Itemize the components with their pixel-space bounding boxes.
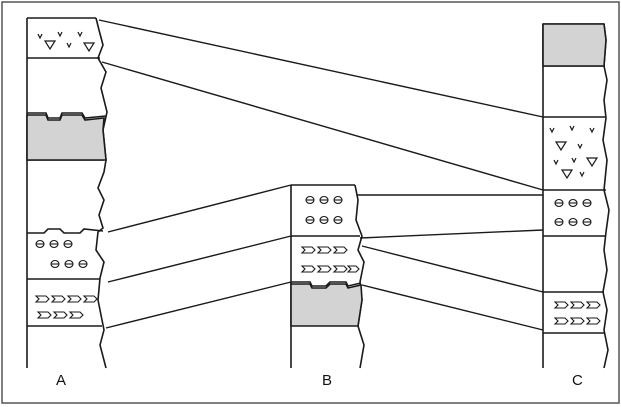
column-b-shaded-layer	[290, 283, 363, 327]
column-c-fossil-layer	[554, 198, 592, 227]
column-c-shell-layer	[553, 301, 601, 325]
column-c-shaded-layer	[542, 23, 607, 67]
correlation-lines	[98, 19, 544, 331]
column-c	[542, 23, 610, 369]
column-a-shell-layer	[34, 295, 98, 319]
column-a-ash-layer	[37, 31, 96, 53]
column-b-label: B	[322, 372, 333, 389]
column-c-ash-layer	[549, 125, 599, 180]
column-c-label: C	[572, 372, 583, 389]
column-a-fossil-layer	[35, 239, 88, 269]
column-b-fossil-layer	[305, 195, 343, 225]
column-a-shaded-layer	[26, 114, 107, 161]
column-b-shell-layer	[300, 246, 360, 273]
column-b	[290, 184, 365, 369]
column-a-label: A	[56, 372, 67, 389]
